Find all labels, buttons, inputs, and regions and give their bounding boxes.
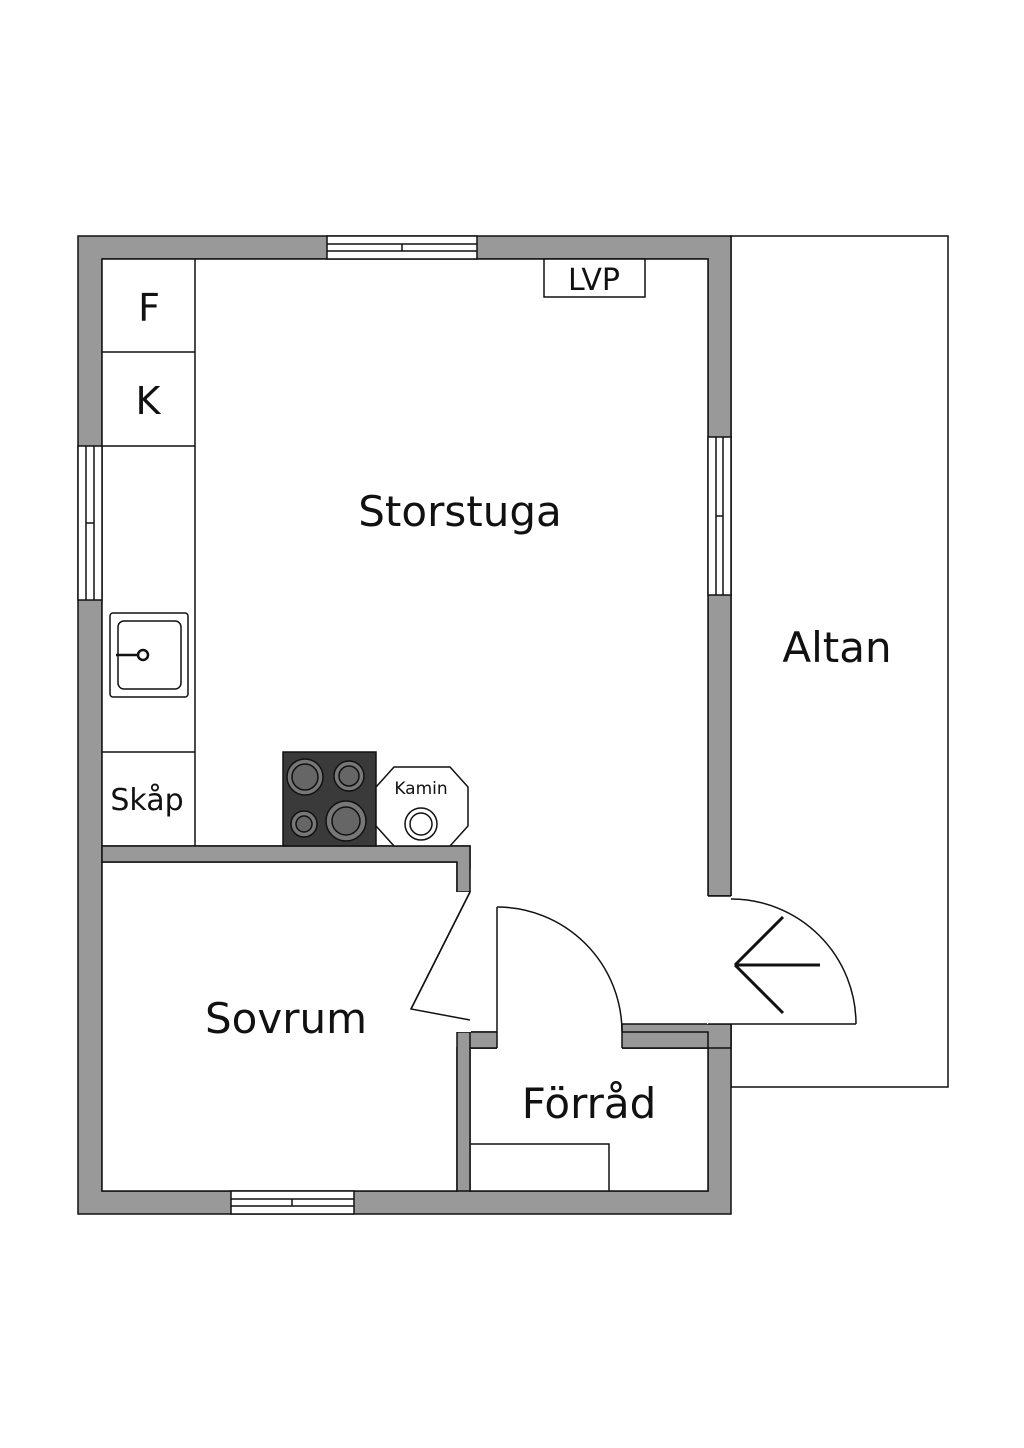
- room-label-bedroom: Sovrum: [205, 994, 367, 1043]
- window-right: [707, 436, 732, 596]
- window-top: [326, 235, 478, 260]
- stove-icon: [282, 751, 377, 847]
- deck-door-gap: [707, 896, 732, 1024]
- ventilation-label: LVP: [568, 263, 620, 298]
- fireplace-icon: [375, 766, 469, 847]
- window-bottom: [230, 1190, 355, 1215]
- room-label-storage: Förråd: [522, 1079, 657, 1128]
- sink-icon: [109, 612, 189, 698]
- storage-floor: [469, 1047, 709, 1192]
- storage-shelf: [470, 1143, 610, 1191]
- bedroom-door: [409, 891, 471, 1021]
- fridge-label: F: [138, 286, 160, 330]
- storage-door-gap: [497, 1031, 622, 1049]
- entrance-arrow-icon: [733, 915, 820, 1015]
- rooms-floor: [101, 258, 732, 1192]
- kitchen-counter: [102, 259, 196, 846]
- room-label-deck: Altan: [782, 623, 891, 672]
- lvp-box: [543, 258, 646, 298]
- fireplace-label: Kamin: [394, 779, 447, 799]
- deck-door: [730, 898, 857, 1025]
- room-label-living: Storstuga: [358, 487, 561, 536]
- freezer-label: K: [136, 379, 162, 423]
- cabinet-label: Skåp: [110, 783, 183, 818]
- window-left: [77, 445, 103, 601]
- storage-door: [496, 906, 623, 1033]
